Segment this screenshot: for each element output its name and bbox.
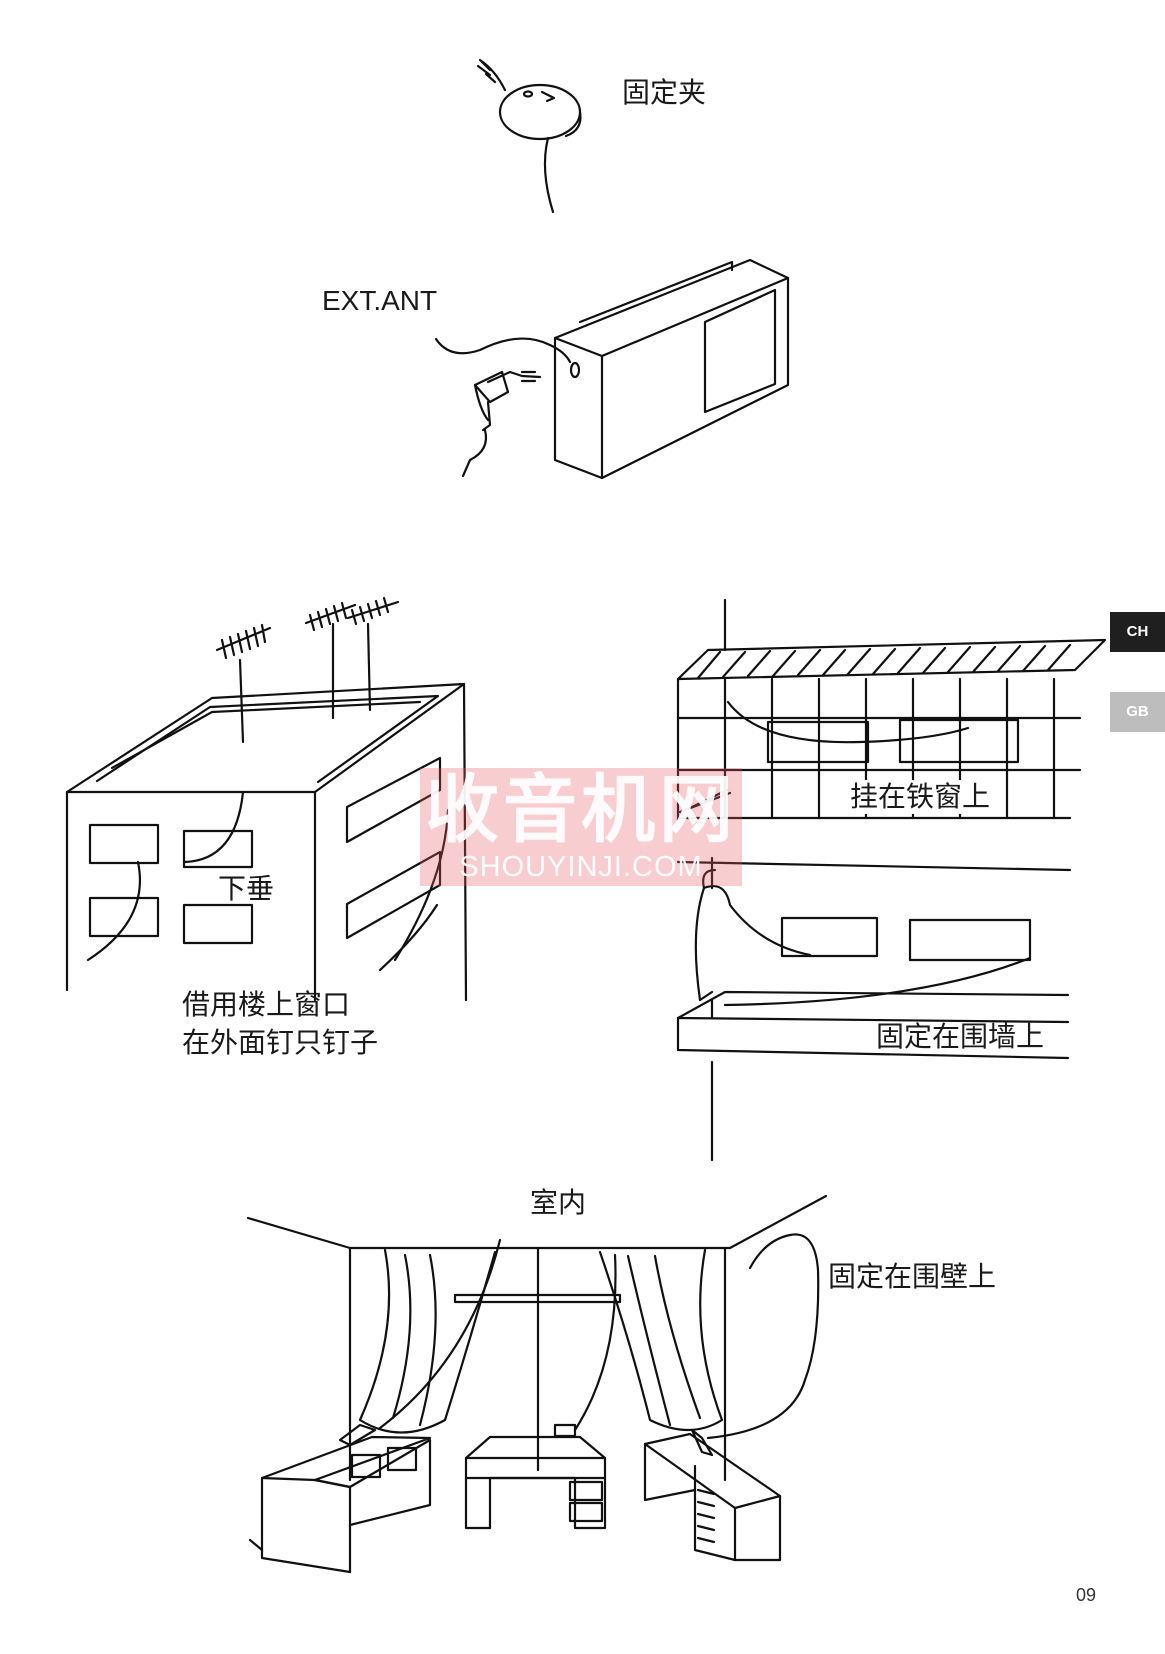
building-drawing: [67, 598, 466, 1000]
watermark-title: 收音机网: [425, 767, 737, 853]
label-iron-window: 挂在铁窗上: [850, 780, 991, 814]
label-ext-ant: EXT.ANT: [322, 285, 438, 316]
language-tab-ch[interactable]: CH: [1110, 612, 1165, 652]
label-fixing-clip: 固定夹: [622, 76, 707, 109]
watermark-url: SHOUYINJI.COM: [459, 851, 703, 883]
language-tab-gb[interactable]: GB: [1110, 692, 1165, 732]
radio-ext-ant-drawing: [436, 260, 788, 478]
label-room-wall: 固定在围壁上: [828, 1260, 997, 1293]
watermark: 收音机网 SHOUYINJI.COM: [420, 768, 742, 886]
fixing-clip-drawing: [478, 60, 580, 212]
label-borrow-window-line2: 在外面钉只钉子: [182, 1026, 379, 1059]
page-number: 09: [1076, 1585, 1097, 1605]
label-borrow-window-line1: 借用楼上窗口: [182, 988, 351, 1021]
indoor-room-drawing: [248, 1196, 826, 1572]
label-hang-down: 下垂: [218, 872, 275, 905]
label-indoor: 室内: [530, 1186, 587, 1219]
iron-window-fence-drawing: [678, 600, 1105, 1160]
label-fence-wall: 固定在围墙上: [876, 1020, 1045, 1053]
